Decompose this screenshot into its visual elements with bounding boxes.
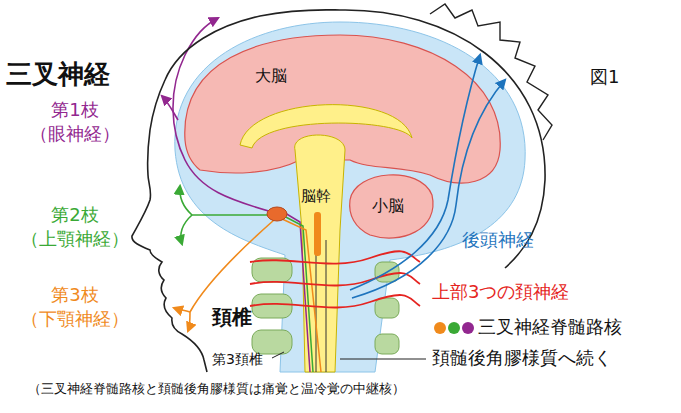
part-name-slot: 大脳 xyxy=(255,66,287,86)
tract-line xyxy=(326,240,327,372)
part-name: 大脳 xyxy=(255,66,287,86)
vertebra xyxy=(252,294,292,318)
maxillary-nerve xyxy=(192,214,272,216)
caption: （三叉神経脊髄路核と頚髄後角膠様質は痛覚と温冷覚の中継核） xyxy=(28,381,405,397)
vertebra xyxy=(375,298,399,318)
trigeminal-ganglion xyxy=(267,207,287,221)
nerve-label-slot: 後頭神経 xyxy=(462,229,534,252)
cervical-nerve xyxy=(250,251,420,263)
nerve-label: 後頭神経 xyxy=(462,229,534,252)
note-label-slot: 頚髄後角膠様質へ続く xyxy=(432,347,612,370)
note-label: 頚髄後角膠様質へ続く xyxy=(432,347,612,370)
part-name: 脳幹 xyxy=(301,187,331,206)
branch-label: 第1枝 （眼神経） xyxy=(15,98,135,147)
part-name: 第3頚椎 xyxy=(212,351,263,369)
part-name-slot: 小脳 xyxy=(372,196,404,216)
mandibular-nerve xyxy=(174,308,190,312)
mandibular-nerve xyxy=(190,220,274,312)
part-name: 頚椎 xyxy=(212,305,252,330)
cervical-nerve xyxy=(250,295,420,308)
branch-label-slot: 第3枝 （下顎神経） xyxy=(8,283,142,332)
part-name-slot: 頚椎 xyxy=(212,305,252,330)
color-dot xyxy=(462,322,474,334)
nerve-label-slot: 上部3つの頚神経 xyxy=(432,281,569,304)
figure-number-slot: 図1 xyxy=(590,66,619,89)
diagram-title-slot: 三叉神経 xyxy=(6,58,110,91)
maxillary-nerve xyxy=(180,186,192,215)
part-name: 小脳 xyxy=(372,196,404,216)
leader-line xyxy=(340,358,426,359)
cervical-nerve xyxy=(250,273,420,286)
vertebra xyxy=(252,330,292,354)
diagram-title: 三叉神経 xyxy=(6,58,110,91)
branch-label-slot: 第1枝 （眼神経） xyxy=(15,98,135,147)
vertebra xyxy=(375,334,399,354)
branch-label: 第3枝 （下顎神経） xyxy=(8,283,142,332)
branch-label: 第2枝 （上顎神経） xyxy=(8,203,142,252)
part-name-slot: 第3頚椎 xyxy=(212,351,263,369)
spinal-nucleus xyxy=(314,212,321,256)
maxillary-nerve xyxy=(181,215,192,244)
mandibular-nerve xyxy=(188,312,190,331)
color-dot xyxy=(448,322,460,334)
figure-number: 図1 xyxy=(590,66,619,89)
cerebellum xyxy=(350,175,433,238)
ophthalmic-nerve xyxy=(162,96,178,120)
nerve-label: 上部3つの頚神経 xyxy=(432,281,569,304)
nucleus-label: 三叉神経脊髄路核 xyxy=(478,316,622,339)
part-name-slot: 脳幹 xyxy=(301,187,331,206)
ophthalmic-nerve xyxy=(173,18,272,212)
occipital-nerve xyxy=(352,80,505,298)
color-dot xyxy=(434,322,446,334)
caption-slot: （三叉神経脊髄路核と頚髄後角膠様質は痛覚と温冷覚の中継核） xyxy=(28,381,405,397)
tract-line xyxy=(280,214,313,372)
leader-line xyxy=(272,352,284,358)
tract-line xyxy=(280,210,310,372)
nucleus-label-slot: 三叉神経脊髄路核 xyxy=(478,316,622,339)
branch-label-slot: 第2枝 （上顎神経） xyxy=(8,203,142,252)
hair xyxy=(430,4,552,140)
